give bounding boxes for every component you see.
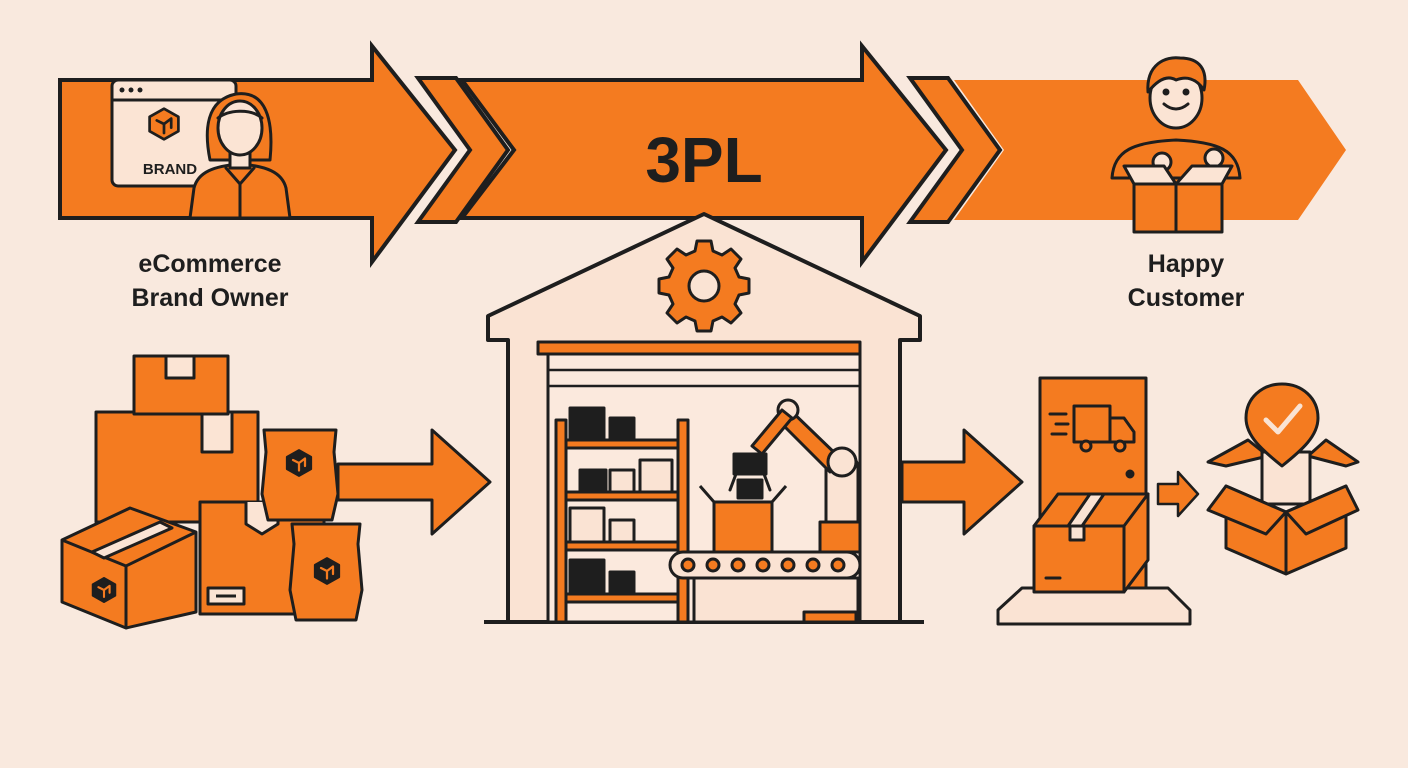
customer-label-line2: Customer [1128, 284, 1245, 312]
delivery [996, 376, 1192, 626]
brand-owner-label-line1: eCommerce [138, 250, 281, 278]
inventory-boxes [60, 354, 364, 630]
gear-icon [657, 239, 751, 333]
robotic-arm [728, 398, 862, 556]
banner-title: 3PL [645, 124, 762, 196]
arrow-to-unboxing [1156, 470, 1200, 518]
conveyor-belt [668, 485, 862, 624]
banner-arrow-2 [457, 40, 949, 268]
check-badge-icon [1244, 382, 1320, 468]
brand-owner-label-line2: Brand Owner [132, 284, 289, 312]
banner-chevron-2 [906, 76, 1003, 224]
unboxing [1206, 438, 1360, 576]
arrow-to-warehouse [336, 428, 492, 536]
customer-label-line1: Happy [1148, 250, 1225, 278]
brand-logo-icon [148, 107, 180, 141]
banner-chevron-1 [414, 76, 511, 224]
happy-customer-person-icon [1110, 56, 1242, 234]
brand-window-label: BRAND [143, 161, 197, 178]
truck-icon [1048, 404, 1136, 453]
storage-shelves [554, 406, 690, 624]
brand-owner-person-icon [188, 92, 292, 220]
arrow-to-delivery [900, 428, 1024, 536]
